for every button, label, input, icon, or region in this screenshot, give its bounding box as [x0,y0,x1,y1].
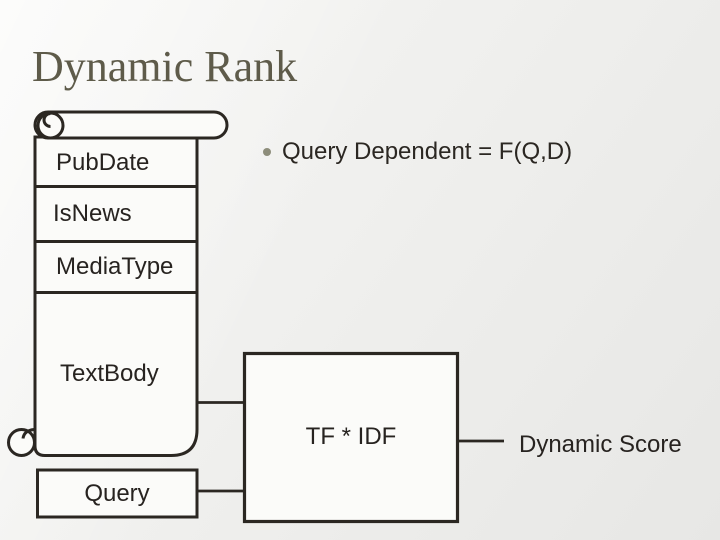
dynamic-score-label: Dynamic Score [519,431,682,458]
scroll-bottom-curl-spiral [21,428,35,439]
scroll-top-roll [33,110,229,140]
scroll-field-isnews: IsNews [53,200,132,227]
document-scroll-shape [33,135,199,457]
bullet-item: Query Dependent = F(Q,D) [263,138,572,166]
query-box-rect [36,468,199,519]
scroll-top-curl-spiral [42,112,51,128]
tfidf-box-label: TF * IDF [305,423,397,450]
scroll-field-mediatype: MediaType [56,253,174,280]
bullet-text: Query Dependent = F(Q,D) [282,138,573,165]
scroll-field-textbody: TextBody [60,360,159,387]
slide-title: Dynamic Rank [32,42,298,91]
query-box-label: Query [84,479,150,507]
bullet-dot-icon [263,148,271,156]
scroll-field-pubdate: PubDate [56,148,150,176]
tfidf-box-rect [242,351,460,524]
scroll-bottom-curl-icon [7,428,36,457]
